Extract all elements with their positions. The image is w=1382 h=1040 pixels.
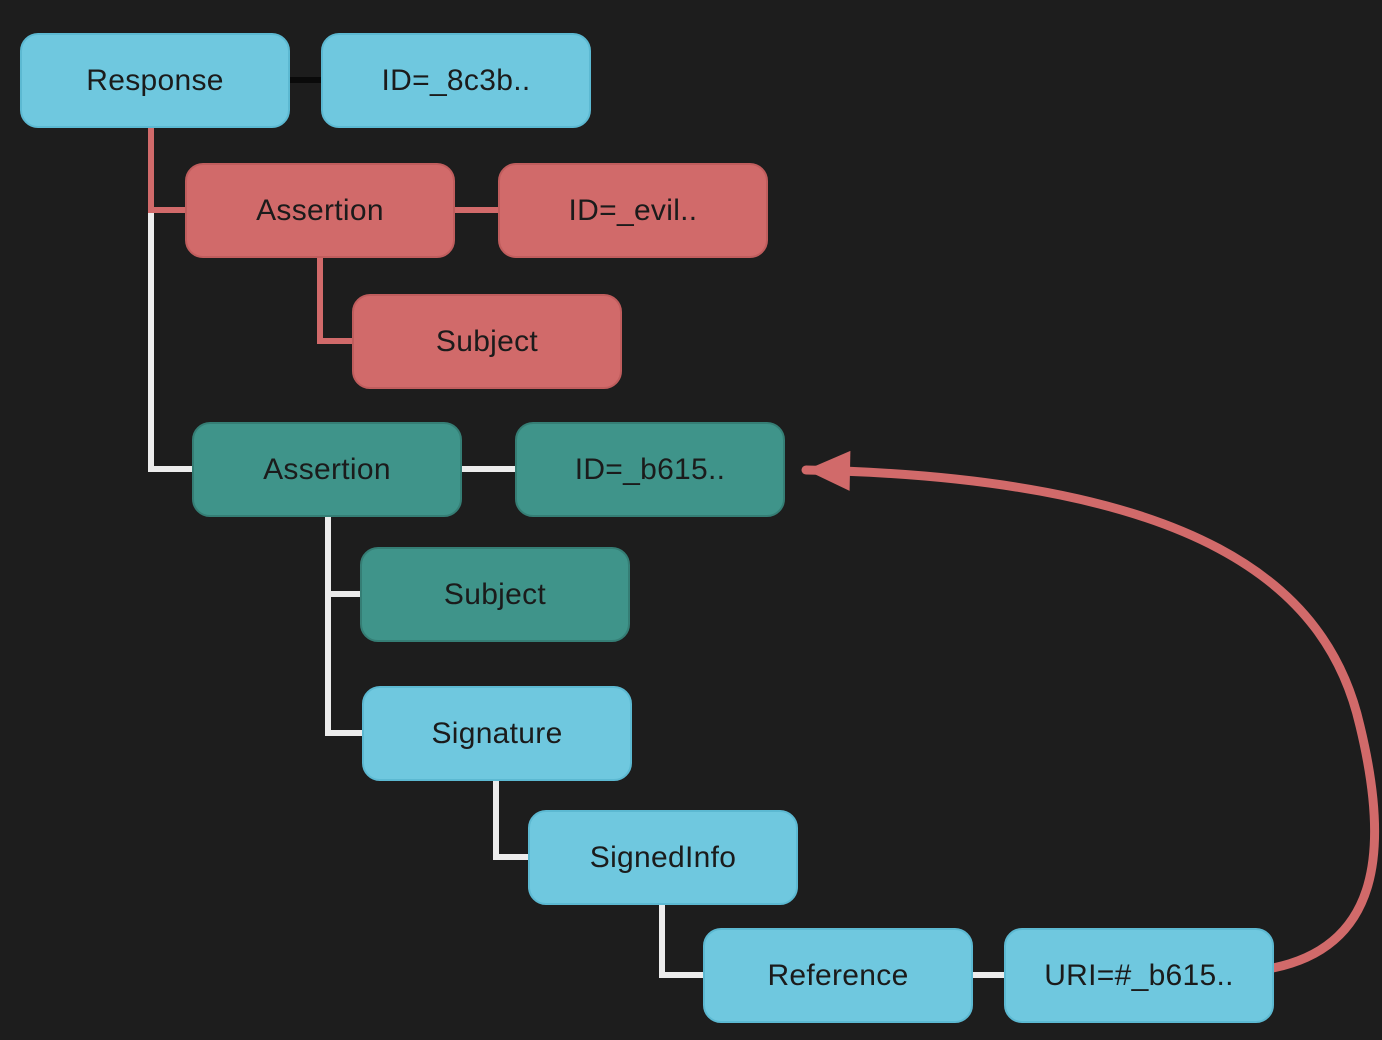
node-uri-label: URI=#_b615.. bbox=[1044, 958, 1234, 992]
connector-orig-assertion-to-signature-horizontal bbox=[325, 730, 362, 736]
connector-evil-assertion-to-id bbox=[455, 207, 498, 213]
uri-to-id-arrow-path bbox=[801, 450, 1380, 973]
connector-signature-to-signedinfo-vertical bbox=[493, 781, 499, 860]
connector-response-to-id bbox=[290, 77, 321, 83]
node-evil-subject: Subject bbox=[352, 294, 622, 389]
connector-response-to-evil-assertion-vertical bbox=[148, 128, 154, 213]
node-evil-subject-label: Subject bbox=[435, 324, 539, 358]
node-orig-subject: Subject bbox=[360, 547, 630, 642]
node-reference-label: Reference bbox=[767, 958, 909, 992]
connector-evil-assertion-to-subject-vertical bbox=[317, 258, 323, 344]
node-orig-assertion-id-label: ID=_b615.. bbox=[574, 452, 726, 486]
node-uri: URI=#_b615.. bbox=[1004, 928, 1274, 1023]
node-signedinfo-label: SignedInfo bbox=[589, 840, 737, 874]
connector-signedinfo-to-reference-horizontal bbox=[659, 972, 703, 978]
node-orig-assertion-label: Assertion bbox=[263, 452, 391, 486]
connector-reference-to-uri bbox=[973, 972, 1004, 978]
connector-signedinfo-to-reference-vertical bbox=[659, 905, 665, 978]
node-evil-assertion: Assertion bbox=[185, 163, 455, 258]
node-orig-subject-label: Subject bbox=[443, 577, 547, 611]
node-response: Response bbox=[20, 33, 290, 128]
node-response-label: Response bbox=[86, 63, 224, 97]
connector-orig-assertion-to-subject-horizontal bbox=[325, 591, 360, 597]
connector-evil-assertion-to-subject-horizontal bbox=[317, 338, 352, 344]
node-signature: Signature bbox=[362, 686, 632, 781]
node-response-id: ID=_8c3b.. bbox=[321, 33, 591, 128]
connector-orig-assertion-to-id bbox=[462, 466, 515, 472]
connector-response-to-evil-assertion-horizontal bbox=[148, 207, 185, 213]
node-evil-assertion-label: Assertion bbox=[256, 193, 384, 227]
node-signature-label: Signature bbox=[431, 716, 563, 750]
connector-response-to-orig-assertion-vertical bbox=[148, 213, 154, 472]
node-signedinfo: SignedInfo bbox=[528, 810, 798, 905]
node-response-id-label: ID=_8c3b.. bbox=[381, 63, 531, 97]
node-orig-assertion: Assertion bbox=[192, 422, 462, 517]
connector-orig-assertion-children-vertical bbox=[325, 517, 331, 736]
node-orig-assertion-id: ID=_b615.. bbox=[515, 422, 785, 517]
connector-response-to-orig-assertion-horizontal bbox=[148, 466, 192, 472]
node-evil-assertion-id-label: ID=_evil.. bbox=[568, 193, 698, 227]
node-reference: Reference bbox=[703, 928, 973, 1023]
connector-signature-to-signedinfo-horizontal bbox=[493, 854, 528, 860]
node-evil-assertion-id: ID=_evil.. bbox=[498, 163, 768, 258]
